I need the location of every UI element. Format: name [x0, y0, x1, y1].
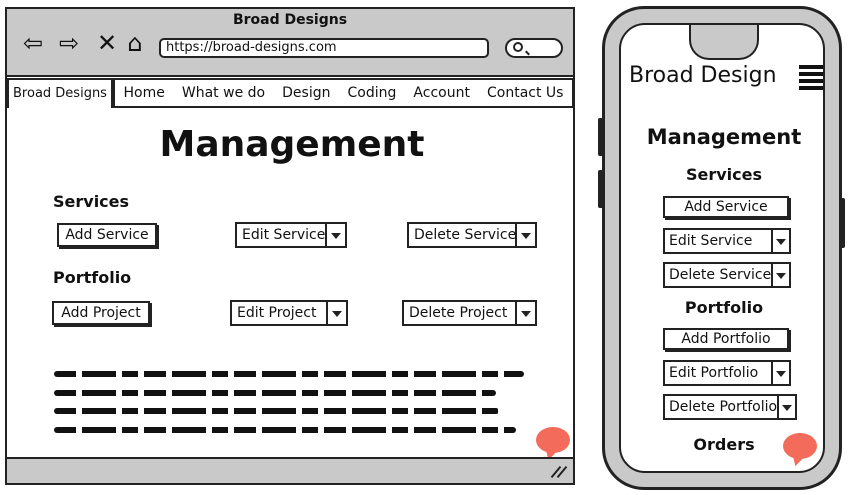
chat-bubble-icon[interactable] [783, 433, 817, 459]
desktop-browser-window: Broad Designs ⇦ ⇨ ✕ ⌂ https://broad-desi… [5, 7, 575, 485]
nav-item-home[interactable]: Home [123, 85, 165, 101]
nav-item-what-we-do[interactable]: What we do [181, 85, 266, 101]
mobile-edit-portfolio-dropdown[interactable]: Edit Portfolio [663, 360, 791, 386]
phone-notch [689, 25, 759, 60]
stop-icon[interactable]: ✕ [96, 29, 118, 57]
delete-project-dropdown[interactable]: Delete Project [402, 300, 537, 326]
window-title: Broad Designs [232, 12, 348, 28]
phone-volume-button [598, 118, 604, 156]
nav-item-account[interactable]: Account [413, 85, 470, 101]
chevron-down-icon [326, 302, 346, 324]
resize-grip-icon[interactable] [551, 465, 567, 479]
mobile-add-portfolio-button[interactable]: Add Portfolio [663, 328, 789, 350]
url-bar[interactable]: https://broad-designs.com [159, 38, 489, 58]
mobile-brand[interactable]: Broad Design [629, 63, 777, 88]
mobile-page-title: Management [646, 125, 802, 149]
edit-service-dropdown[interactable]: Edit Service [235, 222, 347, 248]
chevron-down-icon [771, 264, 789, 286]
mobile-delete-portfolio-label: Delete Portfolio [669, 399, 778, 415]
chat-bubble-icon[interactable] [536, 427, 570, 453]
search-box[interactable] [505, 38, 563, 58]
browser-toolbar: Broad Designs ⇦ ⇨ ✕ ⌂ https://broad-desi… [7, 9, 573, 77]
delete-service-label: Delete Service [414, 227, 517, 243]
placeholder-text-line [54, 408, 499, 414]
page-title: Management [159, 124, 425, 165]
add-service-button[interactable]: Add Service [57, 223, 157, 247]
portfolio-heading: Portfolio [53, 268, 132, 287]
mobile-services-heading: Services [685, 165, 763, 184]
chevron-down-icon [771, 362, 789, 384]
mobile-phone: Broad Design Management Services Add Ser… [602, 6, 842, 490]
phone-volume-button [598, 170, 604, 208]
nav-item-coding[interactable]: Coding [347, 85, 397, 101]
brand-tab[interactable]: Broad Designs [7, 78, 113, 108]
chevron-down-icon [515, 224, 535, 246]
mobile-delete-service-dropdown[interactable]: Delete Service [663, 262, 791, 288]
services-heading: Services [53, 192, 130, 211]
phone-power-button [839, 198, 845, 248]
nav-item-contact-us[interactable]: Contact Us [486, 85, 564, 101]
search-icon [513, 42, 523, 52]
edit-project-label: Edit Project [237, 305, 317, 321]
mobile-orders-heading: Orders [693, 435, 755, 454]
chevron-down-icon [771, 230, 789, 252]
mobile-delete-service-label: Delete Service [669, 267, 772, 283]
chevron-down-icon [325, 224, 345, 246]
placeholder-text-line [54, 427, 516, 433]
phone-screen: Broad Design Management Services Add Ser… [619, 23, 825, 473]
mobile-delete-portfolio-dropdown[interactable]: Delete Portfolio [663, 394, 797, 420]
mobile-portfolio-heading: Portfolio [684, 298, 764, 317]
back-arrow-icon[interactable]: ⇦ [22, 29, 44, 57]
mobile-edit-portfolio-label: Edit Portfolio [669, 365, 759, 381]
edit-service-label: Edit Service [242, 227, 326, 243]
edit-project-dropdown[interactable]: Edit Project [230, 300, 348, 326]
home-icon[interactable]: ⌂ [127, 29, 143, 57]
status-bar [7, 457, 573, 483]
placeholder-text-line [54, 390, 496, 396]
delete-service-dropdown[interactable]: Delete Service [407, 222, 537, 248]
add-project-button[interactable]: Add Project [52, 301, 150, 325]
mobile-edit-service-dropdown[interactable]: Edit Service [663, 228, 791, 254]
main-nav: Home What we do Design Coding Account Co… [113, 78, 574, 108]
mobile-add-service-button[interactable]: Add Service [663, 196, 789, 218]
nav-item-design[interactable]: Design [282, 85, 331, 101]
delete-project-label: Delete Project [409, 305, 508, 321]
chevron-down-icon [777, 396, 795, 418]
chevron-down-icon [515, 302, 535, 324]
placeholder-text-line [54, 371, 524, 377]
mobile-edit-service-label: Edit Service [669, 233, 753, 249]
forward-arrow-icon[interactable]: ⇨ [58, 29, 80, 57]
hamburger-menu-icon[interactable] [799, 65, 823, 91]
